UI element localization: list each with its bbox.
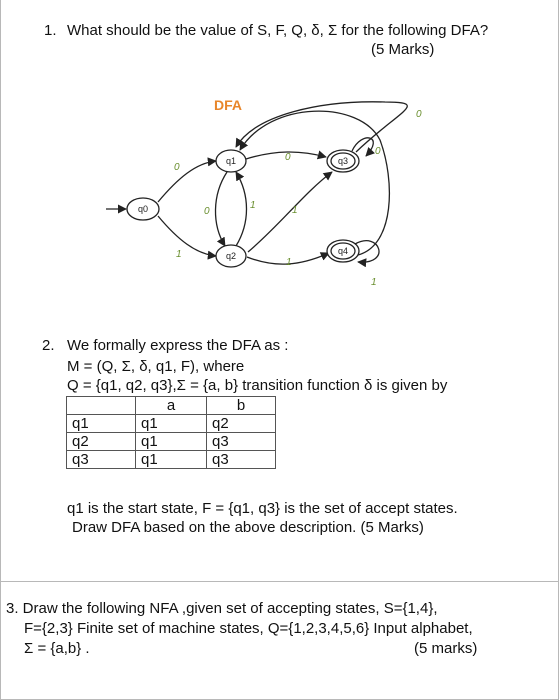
q1-number: 1. — [44, 22, 57, 39]
table-cell: q1 — [66, 414, 136, 433]
q1-text: What should be the value of S, F, Q, δ, … — [67, 22, 489, 39]
question-frame-top — [0, 0, 559, 582]
q2-line1: We formally express the DFA as : — [67, 337, 289, 354]
transition-table: a b q1 q1 q2 q2 q1 q3 q3 q1 q3 — [66, 396, 276, 469]
table-row: q1 q1 q2 — [66, 414, 276, 433]
table-cell: q1 — [135, 414, 207, 433]
q3-marks: (5 marks) — [414, 640, 478, 657]
table-row: q3 q1 q3 — [66, 450, 276, 469]
table-cell: q2 — [66, 432, 136, 451]
table-cell: q3 — [66, 450, 136, 469]
q2-line5: Draw DFA based on the above description.… — [72, 519, 424, 536]
table-cell: q1 — [135, 450, 207, 469]
table-row: q2 q1 q3 — [66, 432, 276, 451]
table-header-cell — [66, 396, 136, 415]
q1-marks: (5 Marks) — [371, 41, 435, 58]
table-cell: q1 — [135, 432, 207, 451]
q3-line1: 3. Draw the following NFA ,given set of … — [6, 600, 438, 617]
q2-line3: Q = {q1, q2, q3},Σ = {a, b} transition f… — [67, 377, 448, 394]
table-cell: q3 — [206, 432, 276, 451]
table-header-cell: b — [206, 396, 276, 415]
q3-line3: Σ = {a,b} . — [24, 640, 90, 657]
table-header-cell: a — [135, 396, 207, 415]
q3-line2: F={2,3} Finite set of machine states, Q=… — [24, 620, 473, 637]
q2-line2: M = (Q, Σ, δ, q1, F), where — [67, 358, 245, 375]
table-header-row: a b — [66, 396, 276, 415]
q2-line4: q1 is the start state, F = {q1, q3} is t… — [67, 500, 458, 517]
table-cell: q2 — [206, 414, 276, 433]
q2-number: 2. — [42, 337, 55, 354]
table-cell: q3 — [206, 450, 276, 469]
